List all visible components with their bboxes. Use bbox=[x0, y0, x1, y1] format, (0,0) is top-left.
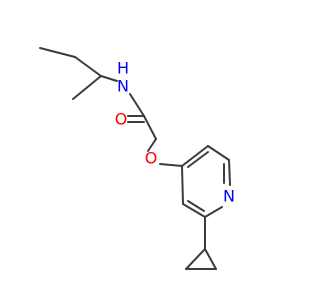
bond-ch-n bbox=[100, 75, 118, 82]
ring-bond-n-c6 bbox=[204, 206, 223, 218]
molecule-drawing: N H O O N bbox=[39, 47, 235, 270]
ring-bond-c6-c5 bbox=[182, 203, 206, 218]
atom-label-n-amide: N bbox=[117, 77, 129, 96]
structure-diagram: N H O O N bbox=[39, 47, 235, 270]
atom-label-o-ether: O bbox=[145, 149, 158, 168]
bond-ch2-ch bbox=[74, 56, 102, 77]
bond-ch2-oether bbox=[147, 138, 157, 152]
atom-label-h-amide: H bbox=[117, 59, 129, 78]
ring-bond-c2-n bbox=[228, 159, 231, 186]
ring-bond-c3-c2 bbox=[207, 145, 230, 161]
bond-oether-ring bbox=[159, 163, 183, 167]
cyclopropyl-bond-1 bbox=[185, 248, 206, 270]
ring-bond-c5-c4 bbox=[181, 165, 184, 205]
ring-bond-c4-c3-double bbox=[187, 151, 209, 168]
ring-bond-c4-c3 bbox=[181, 145, 209, 167]
bond-n-carbonyl bbox=[129, 93, 145, 117]
atom-label-o-carbonyl: O bbox=[115, 110, 128, 129]
bond-carbonyl-ch2 bbox=[143, 115, 157, 140]
bond-ch-ch3 bbox=[72, 75, 102, 100]
ring-bond-c6-c5-double bbox=[187, 200, 205, 212]
cyclopropyl-bond-3 bbox=[204, 248, 217, 270]
atom-label-n-pyridine: N bbox=[223, 187, 235, 206]
bond-ch3-ch2 bbox=[39, 47, 76, 58]
